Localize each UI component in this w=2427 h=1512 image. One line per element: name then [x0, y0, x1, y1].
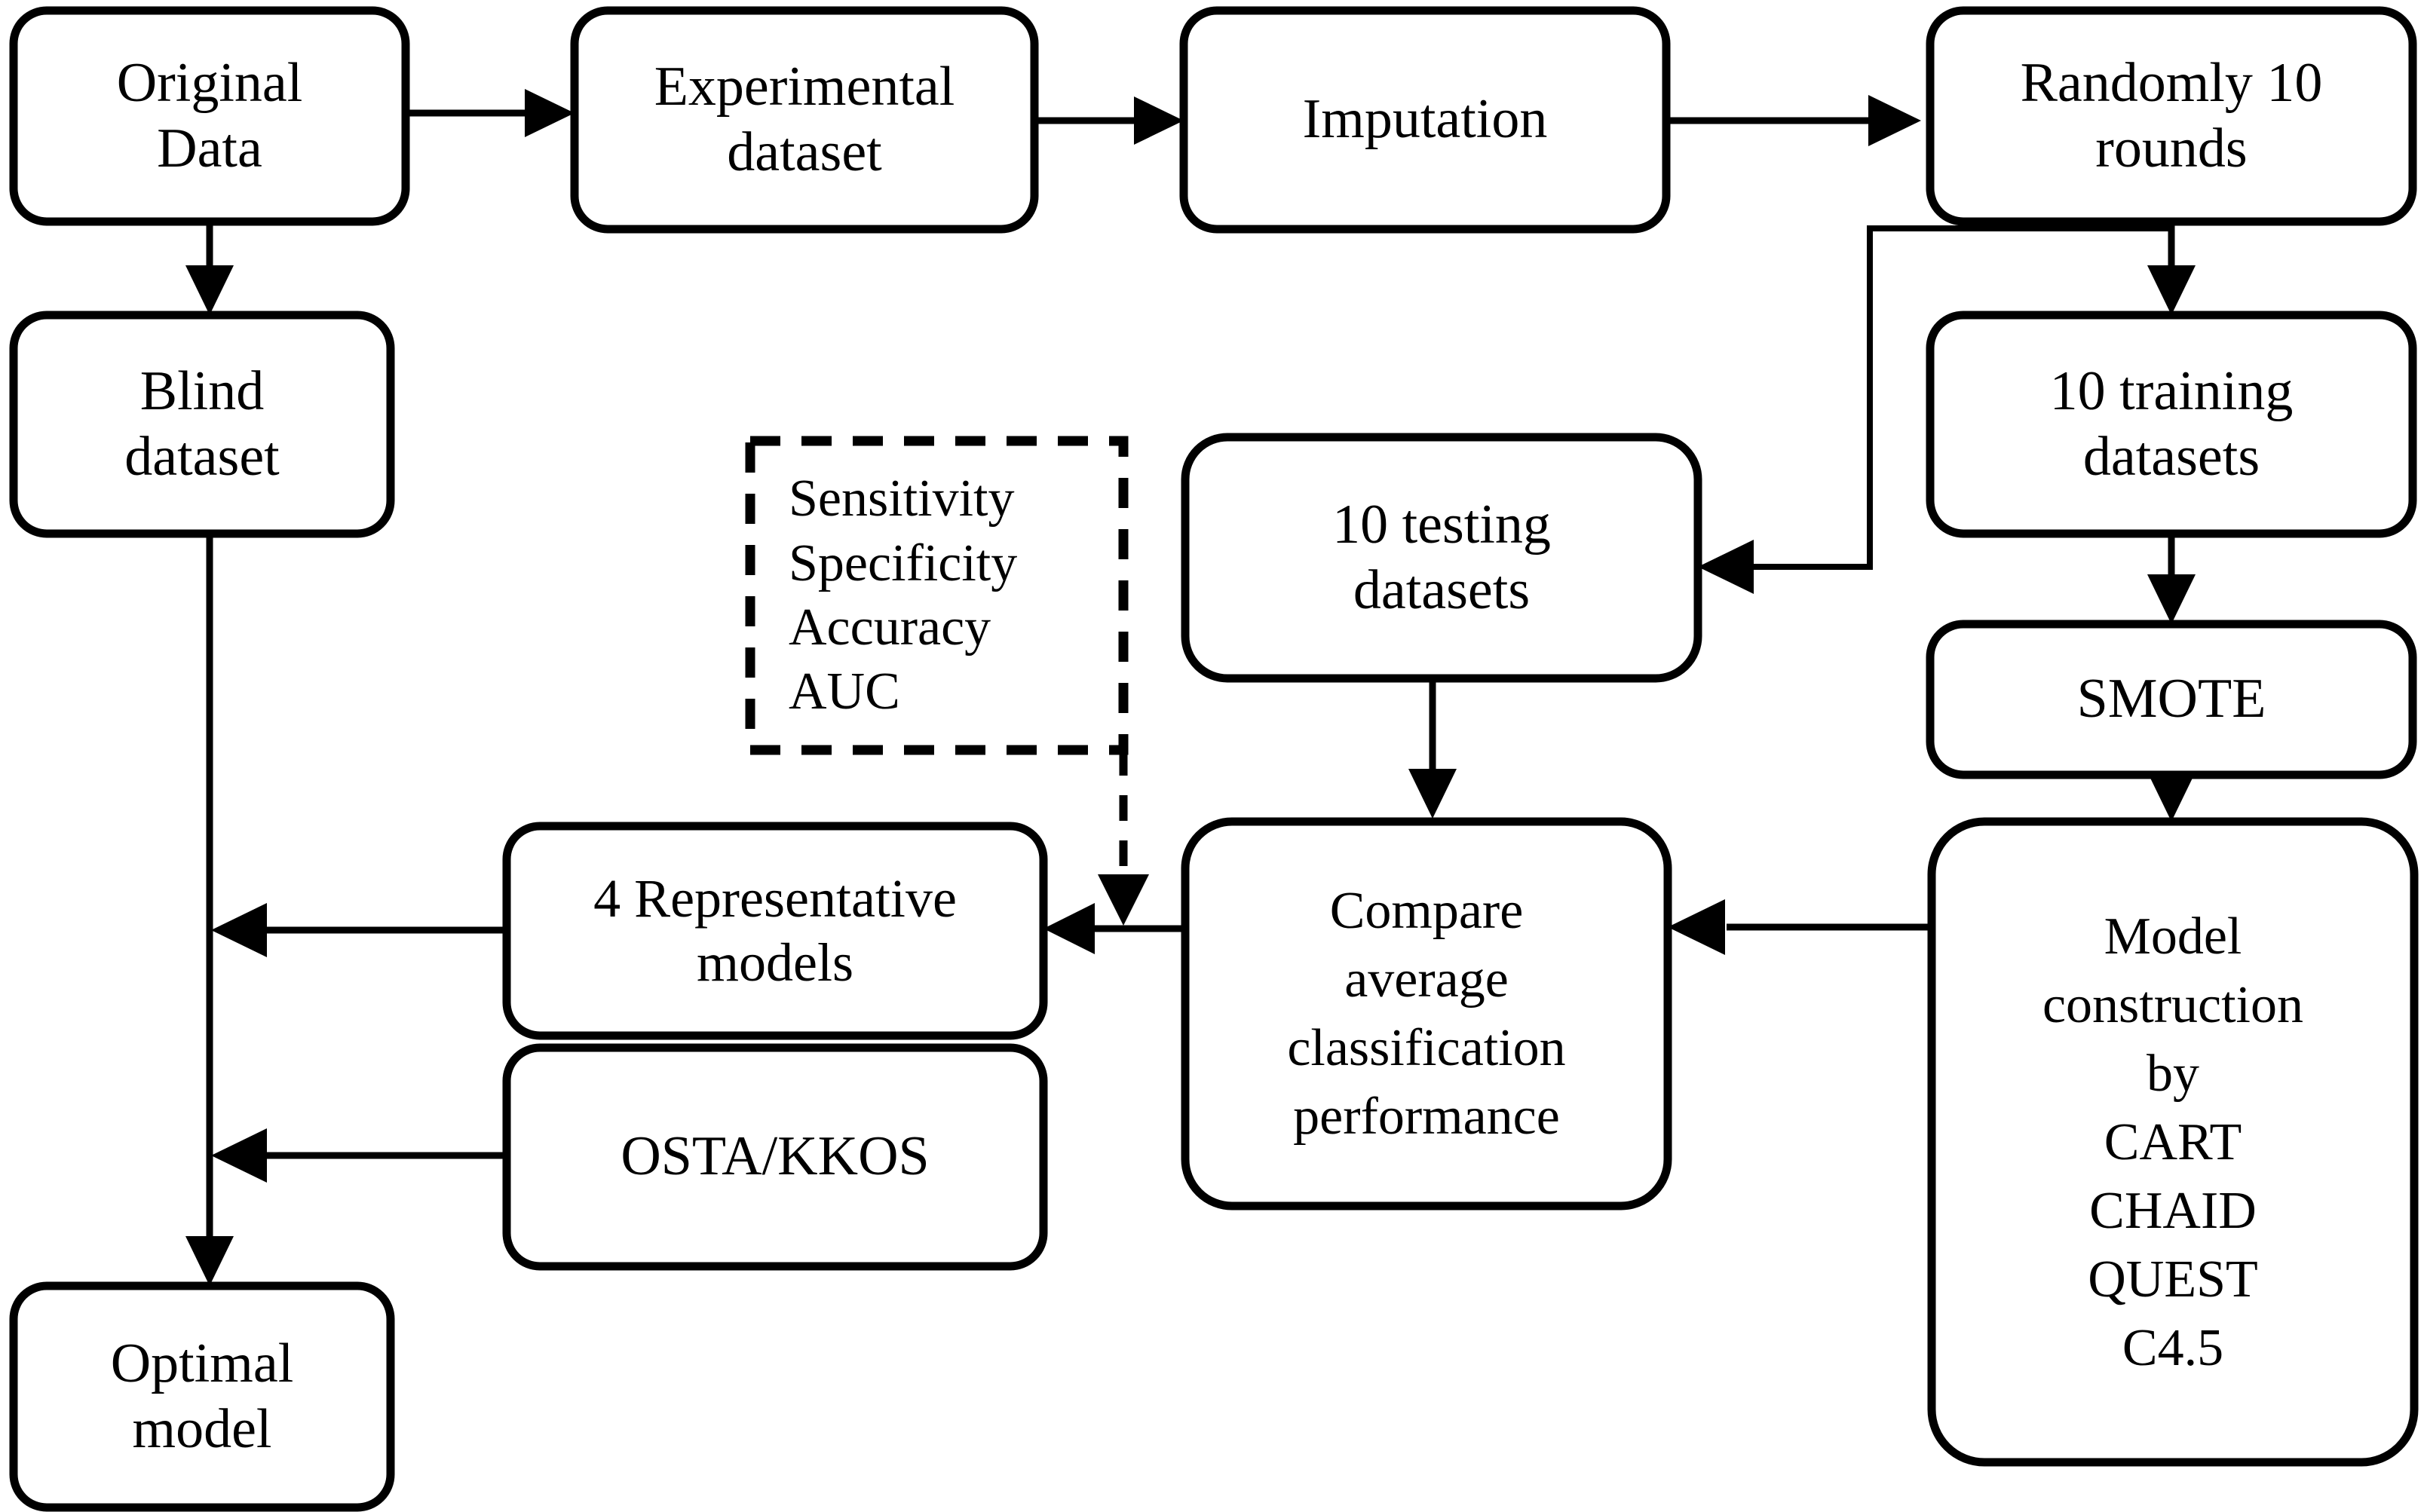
arrowhead-metrics-dashed — [1098, 874, 1149, 926]
arrowhead-original-to-experimental — [525, 89, 575, 137]
node-shape-testing-datasets[interactable] — [1181, 433, 1702, 683]
arrowhead-original-to-blind — [185, 265, 234, 315]
arrowhead-smote-to-model — [2147, 772, 2196, 822]
arrowhead-representative-to-spine — [211, 903, 267, 957]
node-shape-smote[interactable] — [1926, 620, 2417, 779]
node-shape-representative-models[interactable] — [502, 822, 1048, 1040]
arrowhead-osta-to-spine — [211, 1128, 267, 1183]
node-shape-model-construction[interactable] — [1927, 817, 2419, 1467]
node-shape-optimal-model[interactable] — [9, 1281, 395, 1512]
node-shape-original-data[interactable] — [9, 6, 410, 226]
node-shape-compare-performance[interactable] — [1181, 817, 1672, 1211]
arrowhead-model-to-compare — [1668, 899, 1725, 955]
arrowhead-imputation-to-randomly — [1868, 95, 1921, 146]
node-shape-blind-dataset[interactable] — [9, 311, 395, 538]
metrics-box-shape — [745, 436, 1129, 755]
node-shape-imputation[interactable] — [1179, 6, 1671, 234]
arrowhead-randomly-to-training — [2147, 265, 2196, 315]
node-shape-training-datasets[interactable] — [1926, 311, 2417, 538]
arrowhead-blind-to-optimal — [185, 1236, 234, 1286]
node-shape-randomly-rounds[interactable] — [1926, 6, 2417, 226]
arrowhead-experimental-to-imputation — [1134, 96, 1184, 145]
arrowhead-compare-to-representative — [1043, 903, 1095, 954]
node-shape-experimental-dataset[interactable] — [570, 6, 1039, 234]
arrowhead-testing-to-compare — [1408, 769, 1457, 819]
node-shape-osta-kkos[interactable] — [502, 1043, 1048, 1271]
arrowhead-training-to-smote — [2147, 574, 2196, 624]
arrowhead-randomly-to-testing — [1698, 540, 1754, 594]
